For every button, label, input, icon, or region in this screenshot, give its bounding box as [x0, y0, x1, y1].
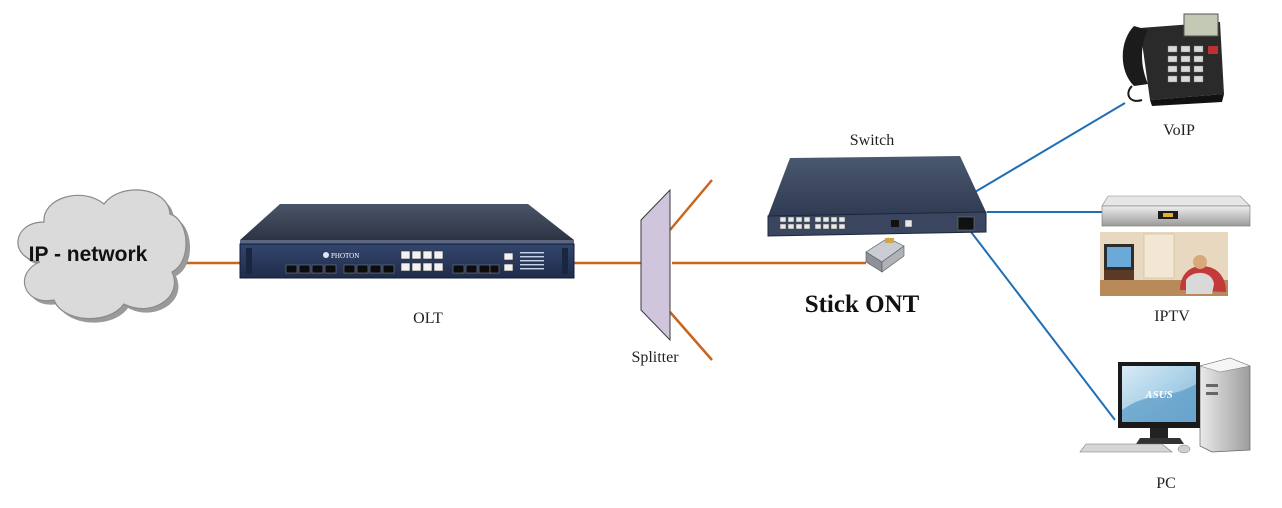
pc-monitor-brand: ASUS	[1144, 389, 1173, 401]
splitter-device: Splitter	[631, 188, 679, 366]
iptv-icon: IPTV	[1100, 195, 1251, 325]
iptv-label: IPTV	[1154, 308, 1190, 325]
voip-label: VoIP	[1163, 122, 1195, 139]
switch-ports	[779, 216, 913, 230]
links	[178, 102, 1126, 421]
voip-phone-icon: VoIP	[1122, 13, 1224, 139]
link-switch-pc	[967, 227, 1116, 421]
olt-status-leds	[520, 252, 544, 270]
pc-label: PC	[1156, 475, 1176, 492]
olt-device: PHOTON OLT	[239, 204, 575, 327]
olt-ethernet-ports	[400, 250, 514, 272]
switch-label: Switch	[850, 132, 894, 149]
stick-ont-device: Stick ONT	[805, 237, 920, 318]
switch-device: Switch	[767, 132, 987, 237]
splitter-label: Splitter	[631, 349, 679, 366]
tv-room-photo	[1100, 232, 1228, 296]
cloud-label: IP - network	[29, 243, 148, 266]
olt-brand: PHOTON	[331, 252, 359, 260]
olt-sfp-ports	[285, 264, 500, 274]
switch-power-socket	[957, 216, 975, 231]
photon-logo-icon	[323, 252, 329, 258]
link-splitter-branch-down	[669, 311, 713, 361]
stick-ont-label: Stick ONT	[805, 291, 920, 318]
pc-icon: ASUS PC	[1079, 357, 1251, 492]
olt-label: OLT	[413, 310, 443, 327]
cloud-icon: IP - network	[17, 189, 191, 323]
link-switch-voip	[974, 102, 1126, 193]
link-splitter-branch-up	[669, 179, 713, 231]
switch-sfp-slot	[891, 220, 899, 227]
